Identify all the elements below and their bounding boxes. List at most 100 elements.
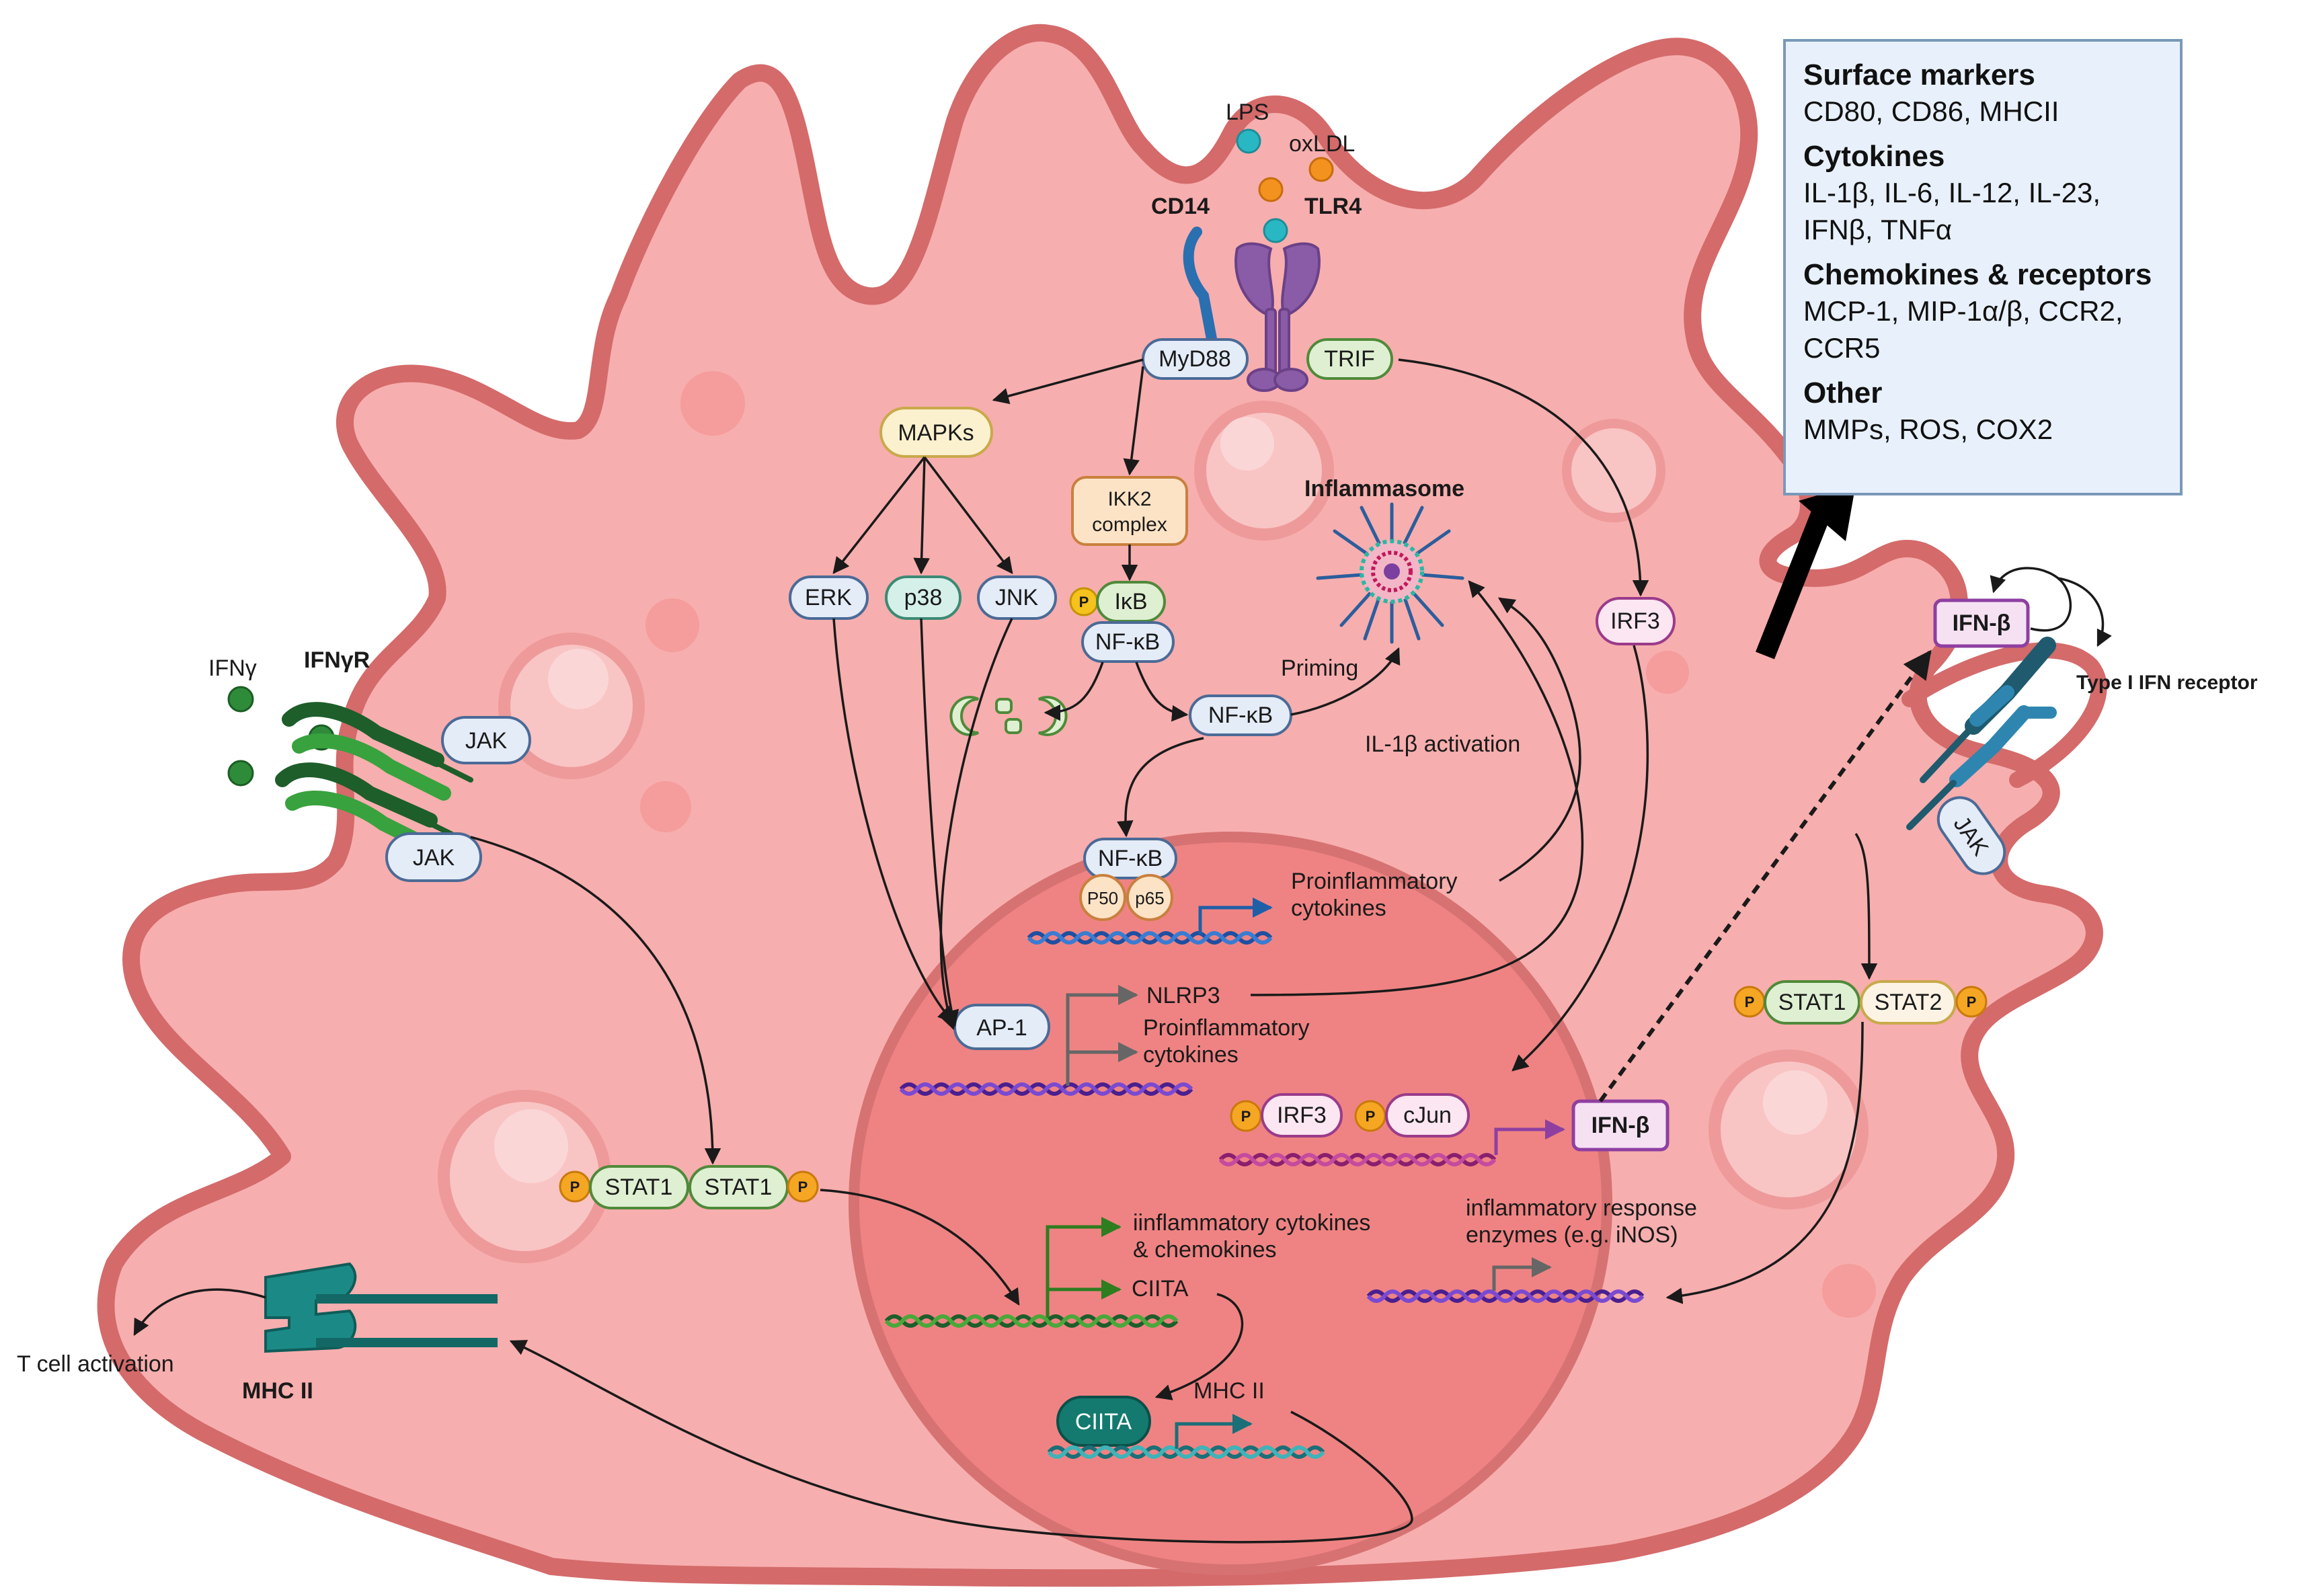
proinflam-2-line2: cytokines bbox=[1143, 1042, 1239, 1068]
oxldl-label: oxLDL bbox=[1289, 131, 1355, 157]
stat1-right-node bbox=[1764, 980, 1860, 1025]
erk-label: ERK bbox=[805, 585, 852, 610]
chemokines-value-line2: CCR5 bbox=[1803, 332, 1881, 364]
ifngr-label: IFNγR bbox=[304, 647, 370, 673]
ifng-label: IFNγ bbox=[208, 655, 257, 681]
il1b-activation-label: IL-1β activation bbox=[1365, 731, 1520, 757]
ifnb-nuc-label: IFN-β bbox=[1592, 1113, 1650, 1138]
proinflam-1-line1: Proinflammatory bbox=[1291, 869, 1458, 894]
dna-nfkb bbox=[1027, 931, 1273, 945]
surface-markers-title: Surface markers bbox=[1803, 58, 2035, 91]
nfkb-tx-arrow bbox=[1198, 897, 1273, 934]
inflam-cytokines-line2: & chemokines bbox=[1133, 1237, 1277, 1263]
erk-node bbox=[789, 575, 869, 620]
nfkb-cyto-node bbox=[1081, 621, 1175, 663]
stat2-right-label: STAT2 bbox=[1875, 990, 1943, 1015]
stat-left-p1-label: P bbox=[570, 1179, 580, 1195]
ikk2-label-line2: complex bbox=[1092, 514, 1167, 536]
irf3-nuc-p-icon bbox=[1230, 1100, 1262, 1132]
chemokines-title: Chemokines & receptors bbox=[1803, 258, 2152, 291]
secretion-arrowhead bbox=[1799, 484, 1856, 541]
mapks-label: MAPKs bbox=[898, 420, 974, 446]
cjun-node bbox=[1385, 1093, 1470, 1138]
ciita-protein-label: CIITA bbox=[1075, 1409, 1132, 1435]
inflam-cytokines-line1: iinflammatory cytokines bbox=[1133, 1210, 1370, 1236]
dna-mhc2 bbox=[1047, 1445, 1325, 1459]
dna-stat1 bbox=[884, 1314, 1179, 1328]
nfkb-nuclear-node bbox=[1083, 838, 1177, 879]
type1-ifn-receptor-icon bbox=[1906, 637, 2057, 830]
lps-label: LPS bbox=[1226, 99, 1269, 125]
ikb-phospho-label: P bbox=[1079, 594, 1089, 610]
cytokines-value-line2: IFNβ, TNFα bbox=[1803, 214, 1953, 245]
inflam-response-line2: enzymes (e.g. iNOS) bbox=[1466, 1222, 1678, 1248]
surface-markers-value: CD80, CD86, MHCII bbox=[1803, 95, 2059, 127]
membrane-notch bbox=[1901, 642, 2107, 788]
ifnb-export-arrow bbox=[1598, 649, 1932, 1103]
pathway-arrows bbox=[133, 358, 2112, 1544]
stat1-left-a-node bbox=[589, 1165, 689, 1209]
jnk-label: JNK bbox=[995, 585, 1039, 610]
inflam-response-line1: inflammatory response bbox=[1466, 1195, 1697, 1221]
tlr4-label: TLR4 bbox=[1304, 194, 1362, 219]
stat-left-p2-icon bbox=[787, 1170, 819, 1203]
irf3-nuc-p-label: P bbox=[1241, 1108, 1251, 1125]
ciita-gene-label: CIITA bbox=[1132, 1276, 1189, 1302]
cd14-label: CD14 bbox=[1151, 194, 1210, 219]
ifnb-out-node bbox=[1933, 598, 2030, 648]
irf3-tx-arrow bbox=[1494, 1119, 1565, 1155]
other-title: Other bbox=[1803, 376, 1883, 409]
type1-ifn-receptor-label: Type I IFN receptor bbox=[2076, 672, 2258, 694]
stat1-left-a-label: STAT1 bbox=[605, 1174, 673, 1200]
phenotype-markers-box: Surface markers CD80, CD86, MHCII Cytoki… bbox=[1783, 39, 2183, 495]
proinflam-2-line1: Proinflammatory bbox=[1143, 1015, 1310, 1041]
stat2-right-node bbox=[1860, 980, 1957, 1025]
irf3-nuc-node bbox=[1261, 1093, 1343, 1138]
enzymes-tx-arrow bbox=[1492, 1257, 1552, 1291]
cjun-p-label: P bbox=[1366, 1108, 1376, 1125]
jak-right-node: JAK bbox=[1936, 796, 2006, 875]
stat1-left-b-label: STAT1 bbox=[705, 1174, 773, 1200]
dna-enzymes bbox=[1366, 1289, 1645, 1303]
stat-right-p2-label: P bbox=[1967, 994, 1977, 1010]
ciita-node bbox=[1056, 1396, 1151, 1447]
stat-left-p2-label: P bbox=[798, 1179, 808, 1195]
cd14-receptor bbox=[1183, 227, 1219, 355]
inflammasome-label: Inflammasome bbox=[1304, 476, 1464, 502]
inflammasome-icon bbox=[1316, 502, 1464, 644]
oxldl-particles bbox=[1258, 157, 1334, 202]
lps-particles bbox=[1236, 128, 1288, 243]
myd88-node bbox=[1142, 338, 1249, 380]
irf3-cyto-label: IRF3 bbox=[1610, 608, 1660, 634]
ikb-label: IκB bbox=[1114, 589, 1147, 614]
ap1-label: AP-1 bbox=[976, 1015, 1027, 1041]
mapks-node bbox=[879, 407, 993, 458]
p50-label: P50 bbox=[1087, 888, 1118, 908]
p38-node bbox=[885, 575, 962, 620]
trif-label: TRIF bbox=[1324, 346, 1375, 372]
jak-left-1-node bbox=[441, 716, 531, 764]
jnk-node bbox=[977, 575, 1057, 620]
mhc2-tx-arrow bbox=[1175, 1414, 1253, 1449]
ifngr-receptor bbox=[275, 702, 473, 858]
jak-left-2-label: JAK bbox=[413, 845, 455, 871]
mhc2-receptor-icon bbox=[264, 1262, 498, 1353]
dna-ap1 bbox=[899, 1082, 1193, 1096]
chemokines-value-line1: MCP-1, MIP-1α/β, CCR2, bbox=[1803, 295, 2123, 327]
other-value: MMPs, ROS, COX2 bbox=[1803, 413, 2053, 445]
trif-node bbox=[1306, 338, 1393, 380]
priming-label: Priming bbox=[1281, 655, 1358, 681]
ifnb-nuc-node bbox=[1571, 1099, 1670, 1152]
stat1-tx-arrow-1 bbox=[1046, 1217, 1122, 1318]
cytokines-title: Cytokines bbox=[1803, 140, 1945, 173]
p50-node bbox=[1079, 874, 1126, 921]
ikk2-label-line1: IKK2 bbox=[1107, 488, 1151, 510]
mhc2-gene-label: MHC II bbox=[1193, 1378, 1265, 1404]
irf3-cyto-node bbox=[1596, 597, 1676, 645]
cjun-p-icon bbox=[1354, 1100, 1386, 1132]
ap1-tx-arrow-1 bbox=[1066, 985, 1138, 1086]
tlr4-receptor bbox=[1234, 242, 1321, 392]
p65-label: p65 bbox=[1135, 888, 1164, 908]
nfkb-free-label: NF-κB bbox=[1208, 703, 1273, 728]
